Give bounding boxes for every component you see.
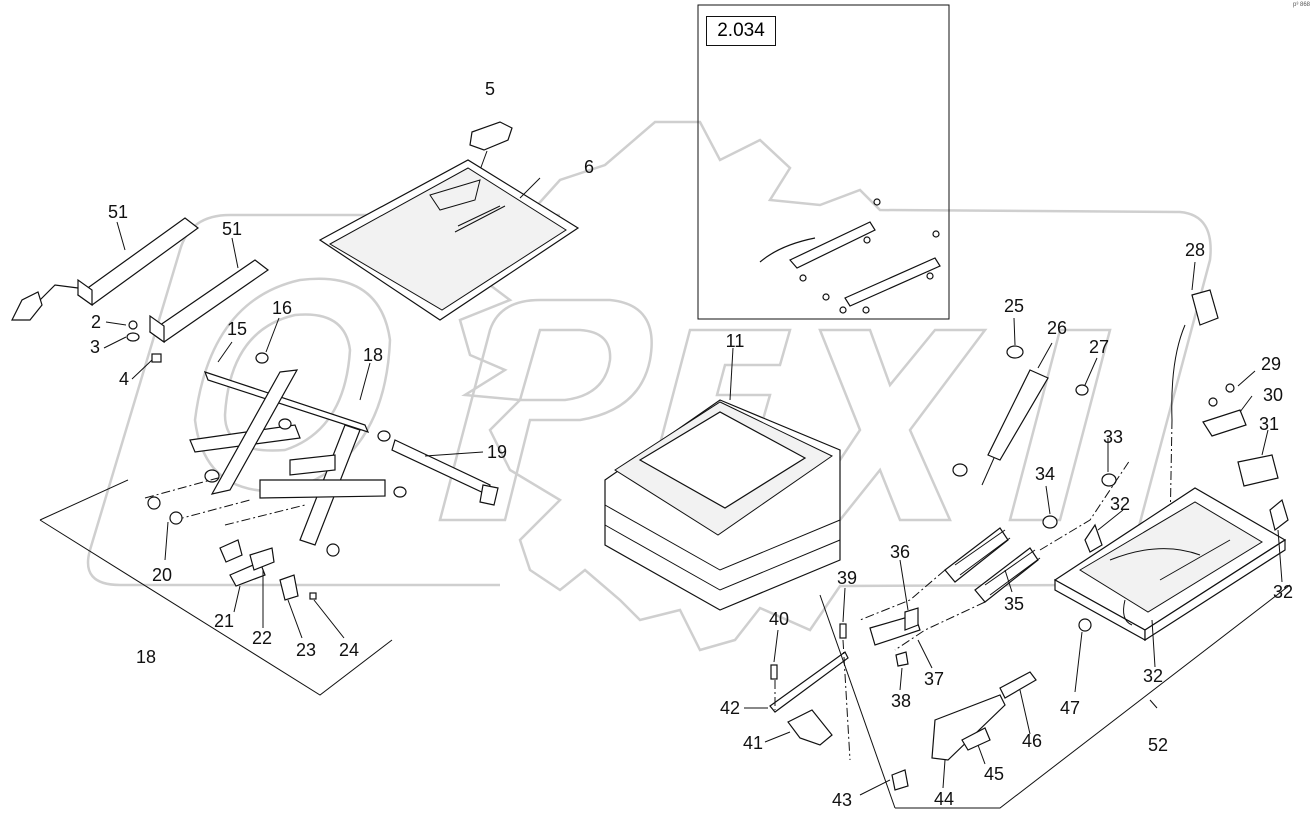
callout-21: 21 xyxy=(214,611,234,631)
callout-32c: 32 xyxy=(1143,666,1163,686)
part-11-seat-cushion xyxy=(604,399,841,611)
part-20-bushing xyxy=(147,496,161,510)
callout-2: 2 xyxy=(91,312,101,332)
callout-41: 41 xyxy=(743,733,763,753)
reference-inset-frame xyxy=(697,4,950,320)
corner-code: p³ 868 xyxy=(1292,2,1310,8)
callout-34: 34 xyxy=(1035,464,1055,484)
reference-code-box: 2.034 xyxy=(706,16,776,46)
part-43-clip xyxy=(891,769,909,791)
callout-labels: 2 3 4 5 6 11 15 16 18 18 19 20 21 22 23 … xyxy=(90,79,1293,810)
callout-16: 16 xyxy=(272,298,292,318)
callout-44: 44 xyxy=(934,789,954,809)
part-5-bracket xyxy=(469,121,513,151)
part-40-pin xyxy=(770,664,778,680)
callout-11: 11 xyxy=(726,331,745,351)
part-26-damper xyxy=(987,369,1049,461)
callout-38: 38 xyxy=(891,691,911,711)
callout-5: 5 xyxy=(485,79,495,99)
callout-42: 42 xyxy=(720,698,740,718)
part-45-grip xyxy=(961,727,991,751)
callout-27: 27 xyxy=(1089,337,1109,357)
callout-20: 20 xyxy=(152,565,172,585)
callout-4: 4 xyxy=(119,369,129,389)
inset-rails xyxy=(759,198,941,314)
part-28-lever xyxy=(1191,289,1219,326)
callout-51a: 51 xyxy=(108,202,128,222)
part-33-washer xyxy=(1101,473,1117,487)
callout-24: 24 xyxy=(339,640,359,660)
callout-45: 45 xyxy=(984,764,1004,784)
part-24-screw xyxy=(309,592,317,600)
callout-32a: 32 xyxy=(1110,494,1130,514)
part-25-pin xyxy=(1006,345,1024,359)
callout-39: 39 xyxy=(837,568,857,588)
part-30-plate xyxy=(1202,409,1247,437)
part-22-clip xyxy=(249,547,275,571)
callout-32b: 32 xyxy=(1273,582,1293,602)
callout-25: 25 xyxy=(1004,296,1024,316)
callout-26: 26 xyxy=(1047,318,1067,338)
callout-31: 31 xyxy=(1259,414,1279,434)
callout-36: 36 xyxy=(890,542,910,562)
part-35-springs xyxy=(944,527,1041,603)
callout-3: 3 xyxy=(90,337,100,357)
callout-30: 30 xyxy=(1263,385,1283,405)
part-28-cable xyxy=(1171,324,1186,421)
part-34-nut xyxy=(1042,515,1058,529)
callout-18a: 18 xyxy=(363,345,383,365)
callout-52: 52 xyxy=(1148,735,1168,755)
part-41-handle xyxy=(787,709,833,746)
part-51-rails xyxy=(11,217,270,344)
part-18-scissor-frame xyxy=(189,352,499,557)
callout-47: 47 xyxy=(1060,698,1080,718)
part-3-washer xyxy=(126,332,140,342)
part-23-bracket xyxy=(279,574,299,601)
part-39-pin xyxy=(839,623,847,639)
callout-46: 46 xyxy=(1022,731,1042,751)
part-29-screw xyxy=(1225,383,1235,393)
callout-23: 23 xyxy=(296,640,316,660)
callout-37: 37 xyxy=(924,669,944,689)
part-27-clip xyxy=(1075,384,1089,396)
callout-6: 6 xyxy=(584,157,594,177)
callout-19: 19 xyxy=(487,442,507,462)
part-42-rod xyxy=(769,651,849,713)
callout-43: 43 xyxy=(832,790,852,810)
part-2-bolt xyxy=(128,320,138,330)
part-52-base-frame xyxy=(1053,487,1289,642)
callout-51b: 51 xyxy=(222,219,242,239)
part-18-bracket-line xyxy=(39,479,393,696)
part-6-seat-plate xyxy=(318,159,580,321)
callout-22: 22 xyxy=(252,628,272,648)
part-52-bracket-line xyxy=(895,584,1291,809)
callout-40: 40 xyxy=(769,609,789,629)
part-31-label xyxy=(1237,454,1279,487)
part-46-spring xyxy=(999,671,1037,699)
part-47-washer xyxy=(1078,618,1092,632)
callout-29: 29 xyxy=(1261,354,1281,374)
part-38-spring-nut xyxy=(895,651,909,667)
callout-28: 28 xyxy=(1185,240,1205,260)
callout-33: 33 xyxy=(1103,427,1123,447)
callout-15: 15 xyxy=(227,319,247,339)
part-21-plate xyxy=(219,539,243,563)
callout-35: 35 xyxy=(1004,594,1024,614)
part-4-nut xyxy=(151,353,162,363)
callout-18b: 18 xyxy=(136,647,156,667)
